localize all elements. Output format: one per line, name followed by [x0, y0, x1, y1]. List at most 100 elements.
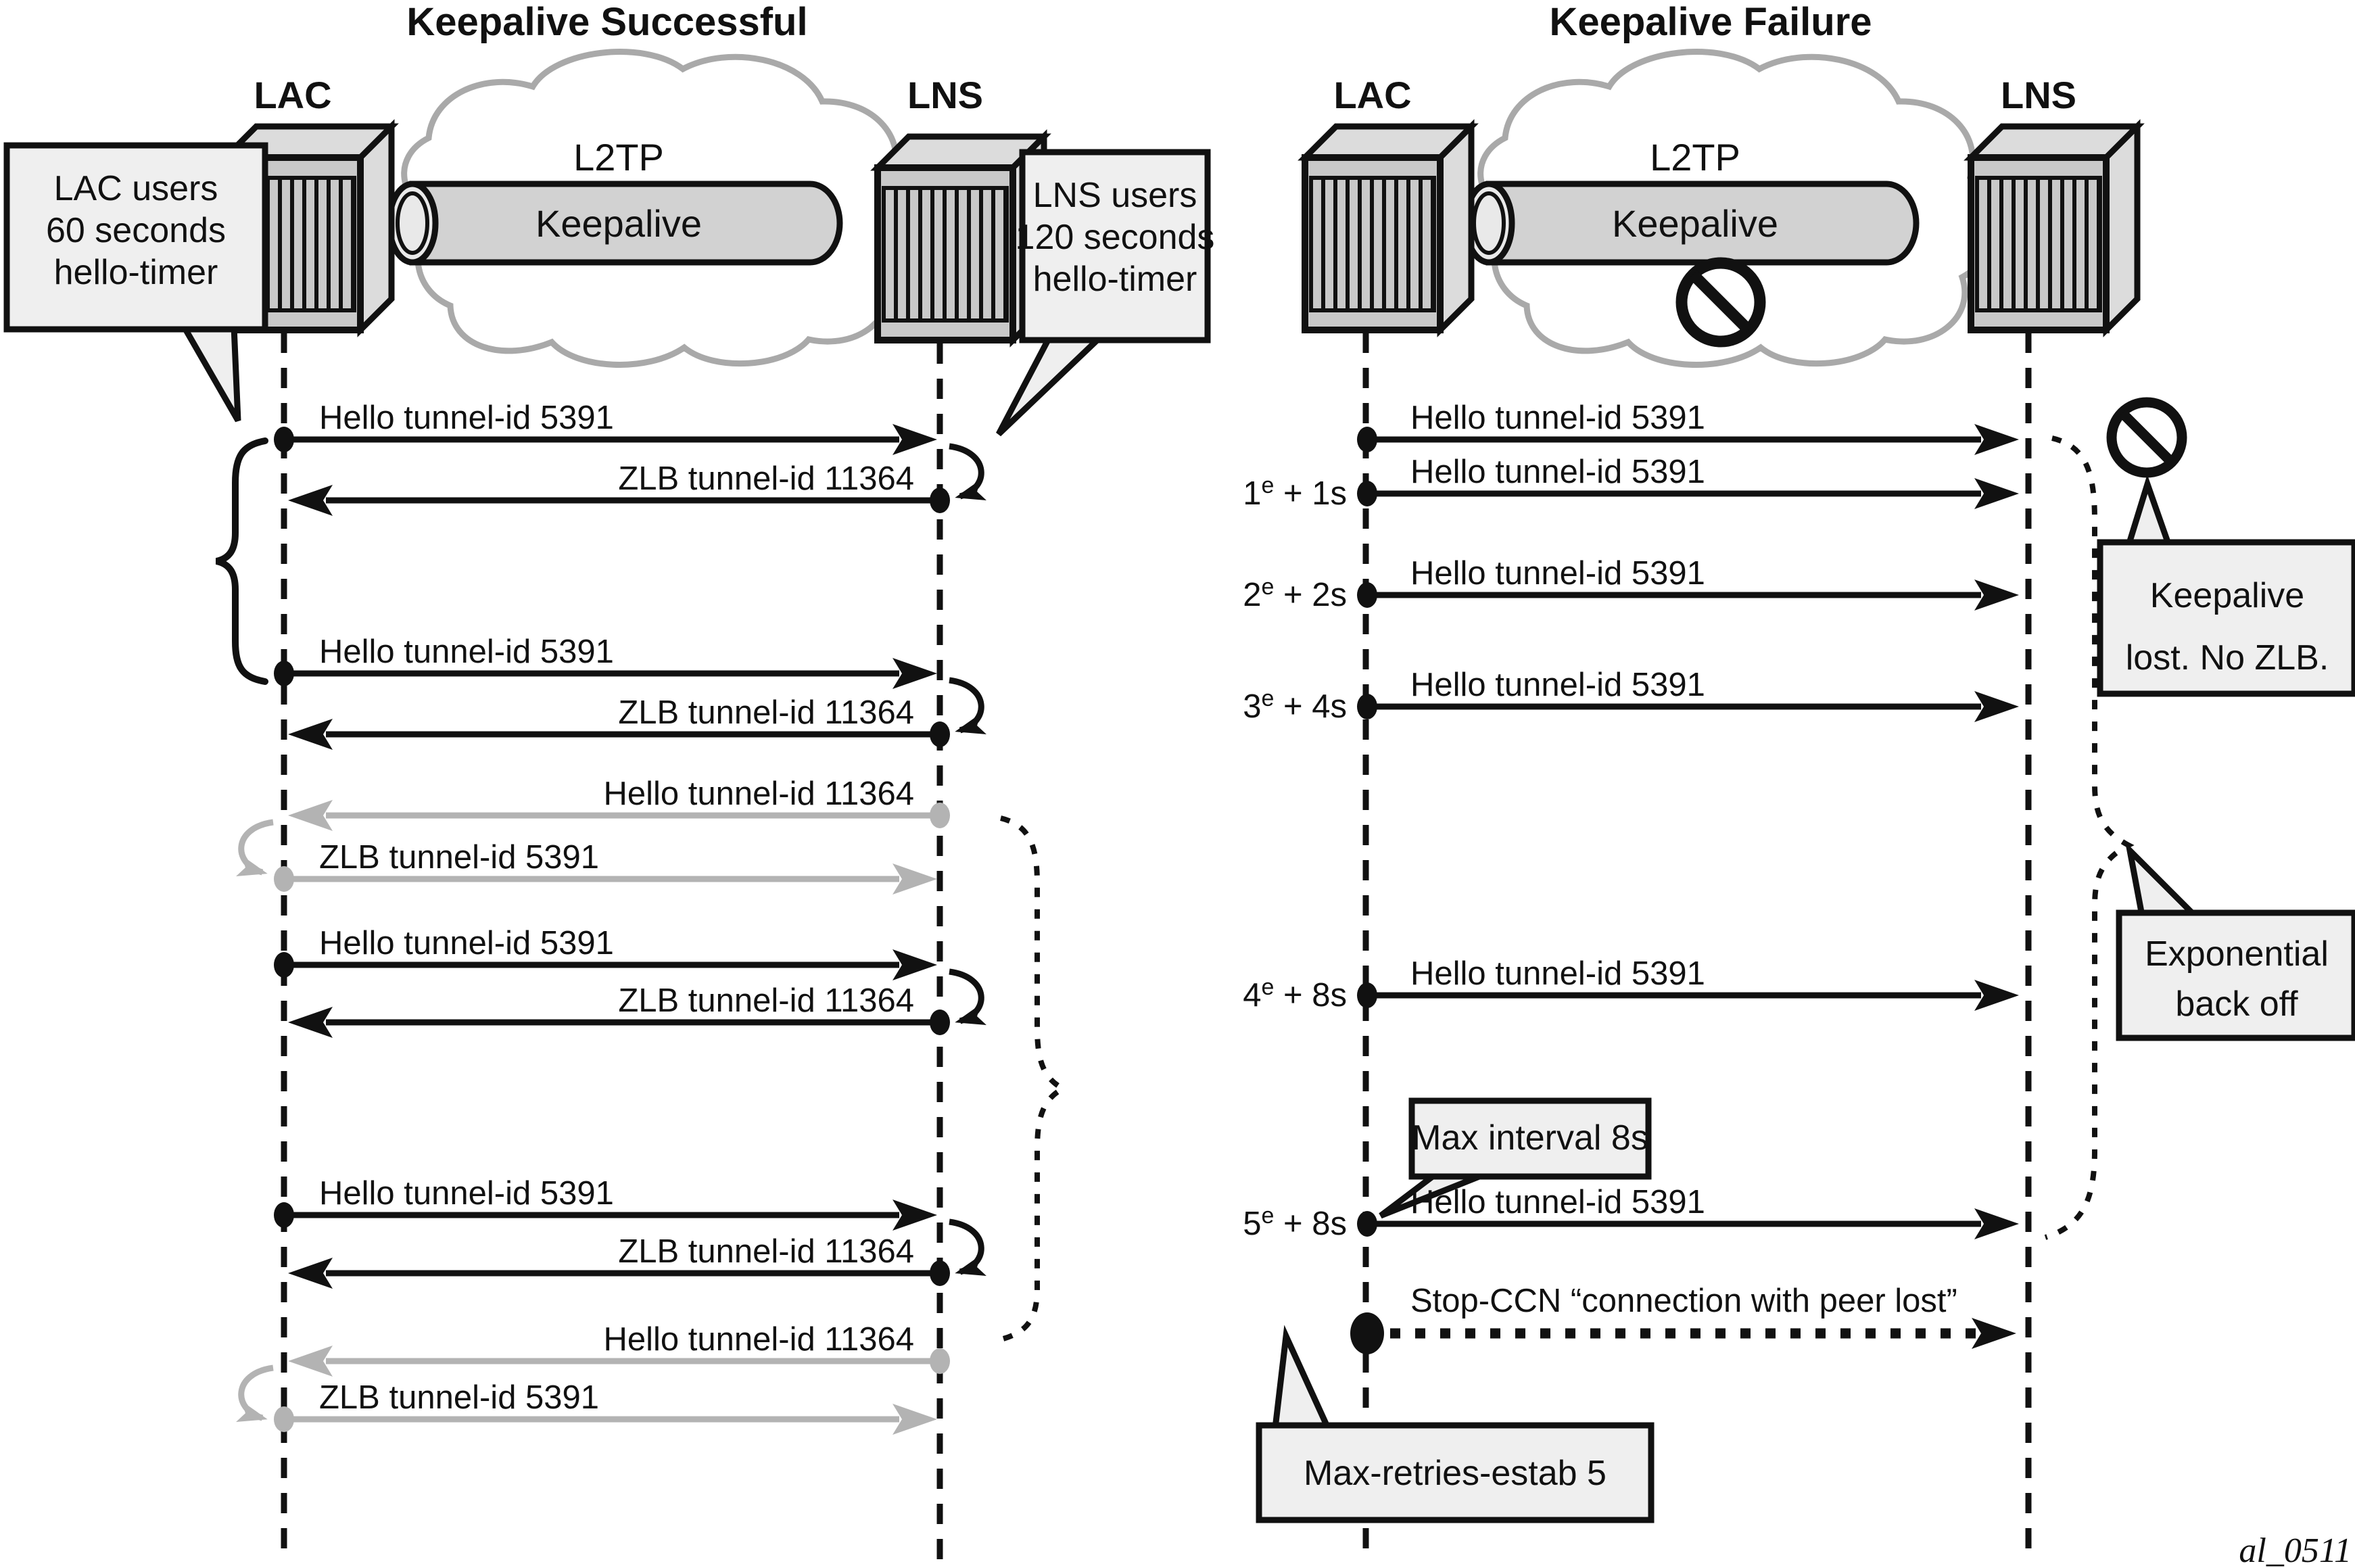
message-label: Hello tunnel-id 5391	[319, 400, 614, 436]
tunnel-label: Keepalive	[536, 202, 702, 245]
message-hello-try-2: Hello tunnel-id 5391 2e + 2s	[1243, 555, 2019, 613]
lac-router-icon	[1305, 126, 1471, 330]
message-label: Stop-CCN “connection with peer lost”	[1410, 1283, 1957, 1319]
message-hello-lns-2: Hello tunnel-id 11364	[288, 1321, 950, 1377]
message-label: Hello tunnel-id 5391	[1410, 667, 1705, 703]
message-zlb-lac-2: ZLB tunnel-id 5391	[236, 1364, 937, 1435]
max-interval-label: Max interval 8s	[1412, 1118, 1648, 1158]
origin-dot	[274, 1202, 294, 1228]
origin-dot	[930, 1348, 950, 1374]
origin-dot	[1350, 1312, 1384, 1354]
keepalive-blocked-icon	[1675, 257, 1766, 348]
no-zlb-blocked-icon	[2106, 397, 2187, 478]
max-retries-label: Max-retries-estab 5	[1304, 1454, 1607, 1493]
message-hello-4: Hello tunnel-id 5391	[274, 1175, 937, 1231]
hello-interval-brace	[215, 437, 268, 685]
message-zlb-lac-1: ZLB tunnel-id 5391	[236, 819, 937, 895]
backoff-line2: back off	[2175, 984, 2298, 1024]
origin-dot	[274, 1406, 294, 1432]
backoff-line1: Exponential	[2145, 934, 2329, 974]
lac-timer-line1: LAC users	[54, 169, 218, 208]
lns-timer-group-brace	[997, 815, 1069, 1343]
origin-dot	[1357, 582, 1377, 608]
origin-dot	[930, 803, 950, 828]
message-label: Hello tunnel-id 5391	[319, 1175, 614, 1212]
lns-process-loop-icon	[949, 443, 986, 500]
lac-timer-callout: LAC users 60 seconds hello-timer	[3, 142, 268, 423]
origin-dot	[1357, 694, 1377, 719]
message-zlb-4: ZLB tunnel-id 11364	[288, 1218, 986, 1289]
exponential-backoff-callout: Exponential back off	[2116, 841, 2355, 1041]
origin-dot	[274, 661, 294, 686]
origin-dot	[930, 488, 950, 513]
lac-timer-line2: 60 seconds	[46, 211, 226, 250]
message-label: Hello tunnel-id 5391	[319, 925, 614, 961]
message-hello-2: Hello tunnel-id 5391	[274, 634, 937, 689]
keepalive-lost-callout: Keepalive lost. No ZLB.	[2097, 474, 2355, 697]
message-label: ZLB tunnel-id 11364	[618, 694, 914, 731]
lns-timer-line2: 120 seconds	[1016, 218, 1215, 257]
message-stop-ccn: Stop-CCN “connection with peer lost”	[1350, 1283, 2016, 1354]
lac-node-label: LAC	[254, 74, 331, 116]
origin-dot	[1357, 982, 1377, 1008]
lac-node-label: LAC	[1333, 74, 1411, 116]
lns-router-icon	[1971, 126, 2137, 330]
retry-counter-label: 5e + 8s	[1243, 1203, 1347, 1242]
lns-node-label: LNS	[2001, 74, 2076, 116]
lns-node-label: LNS	[907, 74, 983, 116]
message-hello-try-4: Hello tunnel-id 5391 4e + 8s	[1243, 955, 2019, 1014]
message-zlb-1: ZLB tunnel-id 11364	[288, 443, 986, 516]
message-zlb-2: ZLB tunnel-id 11364	[288, 677, 986, 750]
origin-dot	[1357, 427, 1377, 452]
message-hello-try-0: Hello tunnel-id 5391	[1357, 400, 2019, 455]
figure-id: al_0511	[2239, 1531, 2352, 1568]
origin-dot	[930, 1260, 950, 1286]
cloud-label: L2TP	[573, 136, 664, 179]
message-hello-try-5: Hello tunnel-id 5391 5e + 8s	[1243, 1184, 2019, 1242]
message-label: Hello tunnel-id 11364	[604, 1321, 914, 1358]
origin-dot	[274, 866, 294, 892]
message-zlb-3: ZLB tunnel-id 11364	[288, 968, 986, 1038]
origin-dot	[1357, 481, 1377, 506]
retry-counter-label: 2e + 2s	[1243, 574, 1347, 613]
message-label: Hello tunnel-id 5391	[1410, 955, 1705, 992]
message-hello-try-1: Hello tunnel-id 5391 1e + 1s	[1243, 454, 2019, 512]
keepalive-lost-line2: lost. No ZLB.	[2126, 638, 2329, 678]
left-panel-title: Keepalive Successful	[406, 0, 807, 44]
keepalive-lost-line1: Keepalive	[2150, 576, 2304, 615]
origin-dot	[1357, 1211, 1377, 1237]
retry-counter-label: 1e + 1s	[1243, 473, 1347, 512]
lns-timer-callout: LNS users 120 seconds hello-timer	[996, 149, 1215, 437]
message-hello-try-3: Hello tunnel-id 5391 3e + 4s	[1243, 667, 2019, 725]
retry-counter-label: 4e + 8s	[1243, 974, 1347, 1014]
message-label: Hello tunnel-id 5391	[1410, 555, 1705, 592]
lns-process-loop-icon	[949, 1218, 986, 1276]
origin-dot	[274, 952, 294, 978]
message-hello-3: Hello tunnel-id 5391	[274, 925, 937, 980]
message-label: Hello tunnel-id 11364	[604, 776, 914, 812]
cloud-label: L2TP	[1650, 136, 1740, 179]
message-label: Hello tunnel-id 5391	[1410, 400, 1705, 436]
message-label: Hello tunnel-id 5391	[319, 634, 614, 670]
message-hello-lns-1: Hello tunnel-id 11364	[288, 776, 950, 831]
message-label: ZLB tunnel-id 11364	[618, 460, 914, 497]
panel-keepalive-successful: Keepalive Successful L2TP Keepalive LAC …	[3, 0, 1215, 1562]
message-label: Hello tunnel-id 5391	[1410, 454, 1705, 490]
tunnel-label: Keepalive	[1612, 202, 1778, 245]
message-hello-1: Hello tunnel-id 5391	[274, 400, 937, 455]
lns-process-loop-icon	[949, 677, 986, 734]
origin-dot	[930, 1009, 950, 1035]
message-label: ZLB tunnel-id 5391	[319, 1379, 599, 1416]
lac-process-loop-icon	[236, 1364, 274, 1422]
lns-process-loop-icon	[949, 968, 986, 1025]
message-label: ZLB tunnel-id 5391	[319, 839, 599, 876]
max-retries-callout: Max-retries-estab 5	[1256, 1325, 1655, 1523]
message-label: ZLB tunnel-id 11364	[618, 1233, 914, 1270]
panel-keepalive-failure: Keepalive Failure L2TP Keepalive LAC LNS…	[1243, 0, 2355, 1562]
origin-dot	[930, 721, 950, 747]
message-label: Hello tunnel-id 5391	[1410, 1184, 1705, 1220]
origin-dot	[274, 427, 294, 452]
lns-timer-line3: hello-timer	[1033, 260, 1197, 299]
